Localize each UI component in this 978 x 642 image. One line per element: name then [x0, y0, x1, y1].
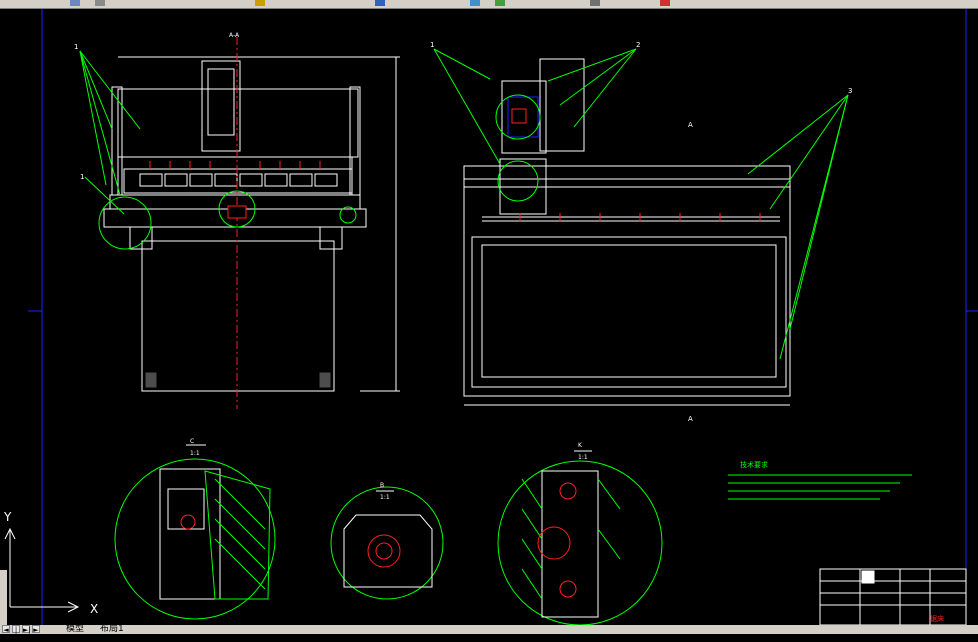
detail-label-c: C [190, 438, 194, 445]
front-section-view [103, 56, 400, 392]
top-view [463, 58, 791, 406]
section-label-aa: A-A [229, 32, 240, 39]
detail-label-k: K [578, 442, 583, 449]
ucs-x-label: X [90, 602, 98, 616]
detail-c [114, 444, 276, 620]
ucs-y-label: Y [3, 510, 12, 524]
draw-icon[interactable] [70, 0, 80, 6]
layer-icon[interactable] [255, 0, 265, 6]
ucs-icon [4, 527, 80, 613]
modify-icon[interactable] [95, 0, 105, 6]
properties-icon[interactable] [375, 0, 385, 6]
view-label-a-bottom: A [688, 415, 693, 423]
tab-layout1[interactable]: 布局1 [100, 624, 124, 634]
color-icon[interactable] [660, 0, 670, 6]
detail-scale-c: 1:1 [190, 450, 200, 457]
top-toolbar [0, 0, 978, 9]
detail-scale-b: 1:1 [380, 494, 390, 501]
drawing-canvas[interactable]: A-A A A 1 1 1 2 3 C 1:1 B 1:1 [0, 9, 978, 626]
cad-drawing: A-A A A 1 1 1 2 3 C 1:1 B 1:1 [3, 9, 978, 626]
view-label-a-top: A [688, 121, 693, 129]
callout-2: 2 [636, 41, 640, 49]
nav-next-button[interactable]: ►| [22, 625, 31, 634]
nav-last-button[interactable]: ► [32, 625, 40, 634]
nav-first-button[interactable]: ◄ [2, 625, 10, 634]
detail-scale-k: 1:1 [578, 454, 588, 461]
detail-b [330, 486, 444, 600]
tech-requirements-title: 技术要求 [740, 460, 768, 469]
pan-icon[interactable] [495, 0, 505, 6]
zoom-icon[interactable] [470, 0, 480, 6]
title-block [819, 568, 967, 626]
layout-tabs-bar: ◄ |◄ ►| ► 模型 布局1 [0, 624, 978, 642]
title-block-name: 锯床 [930, 614, 944, 623]
callout-1-lower: 1 [80, 173, 84, 181]
callout-1-left: 1 [74, 43, 78, 51]
nav-prev-button[interactable]: |◄ [12, 625, 20, 642]
print-icon[interactable] [590, 0, 600, 6]
callout-3: 3 [848, 87, 852, 95]
tab-model[interactable]: 模型 [66, 624, 85, 634]
detail-k [497, 450, 663, 626]
command-palette [0, 570, 7, 625]
detail-label-b: B [380, 482, 384, 489]
callout-1-right: 1 [430, 41, 434, 49]
